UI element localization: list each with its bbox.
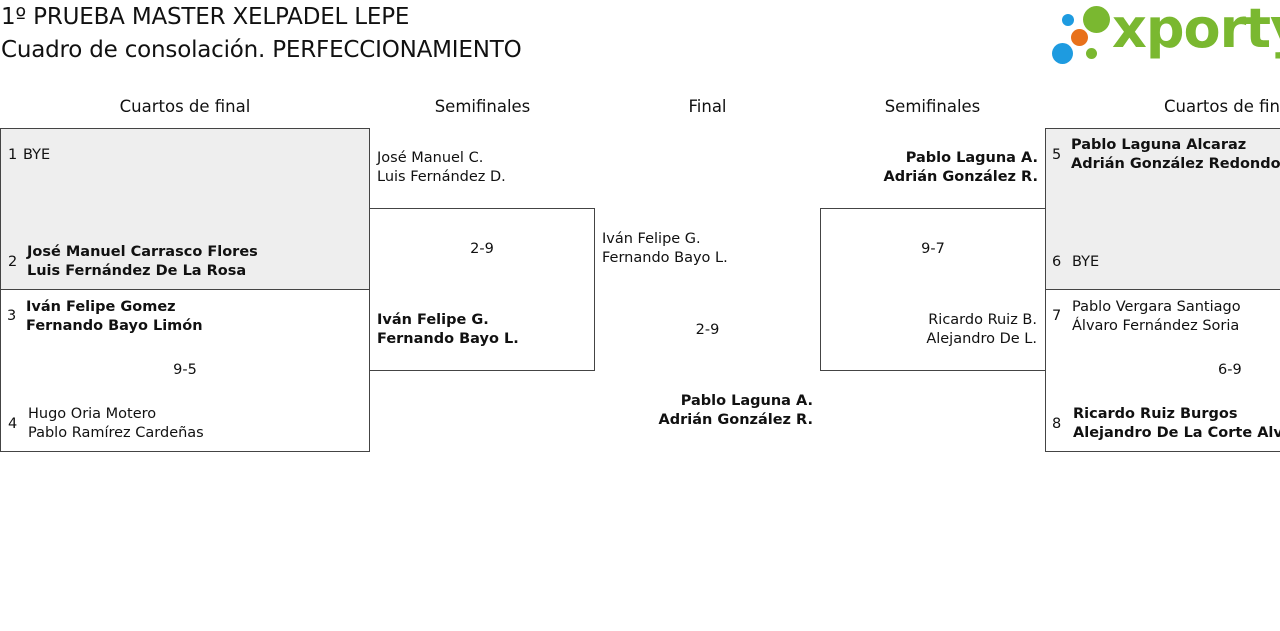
page-subtitle: Cuadro de consolación. PERFECCIONAMIENTO [1,37,522,63]
team-player: Alejandro De La Corte Alvarez [1073,425,1280,441]
team-player: Fernando Bayo L. [602,250,728,266]
match-score: 9-7 [921,241,945,257]
header-left-quarterfinals: Cuartos de final [119,97,251,116]
seed-number: 1 [8,147,18,163]
team-player: Fernando Bayo Limón [26,318,203,334]
seed-number: 3 [7,308,17,324]
left-sf-match [369,208,595,371]
seed-number: 6 [1052,254,1062,270]
team-player: Álvaro Fernández Soria [1072,318,1240,334]
team-player: Pablo Vergara Santiago [1072,299,1241,315]
team-player: Iván Felipe G. [377,312,489,328]
seed-number: 2 [8,254,18,270]
match-score: 9-5 [173,362,197,378]
team-player: Hugo Oria Motero [28,406,157,422]
team-player: Adrián González R. [883,169,1038,185]
team-player: Fernando Bayo L. [377,331,519,347]
seed-number: 4 [8,416,18,432]
header-final: Final [688,97,727,116]
team-player: Pablo Laguna Alcaraz [1071,137,1247,153]
logo-dot-blue-small [1062,14,1074,26]
logo-dot-blue-large [1052,43,1073,64]
match-score: 6-9 [1218,362,1242,378]
logo-dot-orange [1071,29,1088,46]
xporty-logo [1050,0,1280,70]
team-bye: BYE [1072,254,1100,270]
left-qf-match-1 [0,128,370,290]
team-player: Iván Felipe Gomez [26,299,176,315]
team-player: Alejandro De L. [926,331,1037,347]
team-player: José Manuel C. [377,150,484,166]
team-player: Ricardo Ruiz Burgos [1073,406,1238,422]
seed-number: 7 [1052,308,1062,324]
match-score: 2-9 [470,241,494,257]
page-title: 1º PRUEBA MASTER XELPADEL LEPE [1,4,410,30]
logo-text: xporty [1112,0,1280,60]
team-player: Pablo Laguna A. [680,393,813,409]
header-right-semifinals: Semifinales [884,97,981,116]
team-player: Pablo Ramírez Cardeñas [28,425,204,441]
logo-dot-green [1083,6,1110,33]
team-player: Adrián González Redondo [1071,156,1280,172]
header-left-semifinals: Semifinales [434,97,531,116]
team-player: Luis Fernández D. [377,169,506,185]
team-player: Pablo Laguna A. [905,150,1038,166]
seed-number: 5 [1052,147,1062,163]
team-bye: BYE [23,147,51,163]
team-player: Ricardo Ruiz B. [928,312,1037,328]
team-player: Adrián González R. [658,412,813,428]
team-player: Luis Fernández De La Rosa [27,263,247,279]
right-qf-match-2 [1045,289,1280,452]
final-score: 2-9 [695,322,720,338]
seed-number: 8 [1052,416,1062,432]
header-right-quarterfinals: Cuartos de final [1164,97,1280,116]
team-player: Iván Felipe G. [602,231,701,247]
logo-dot-green-small [1086,48,1097,59]
team-player: José Manuel Carrasco Flores [27,244,258,260]
